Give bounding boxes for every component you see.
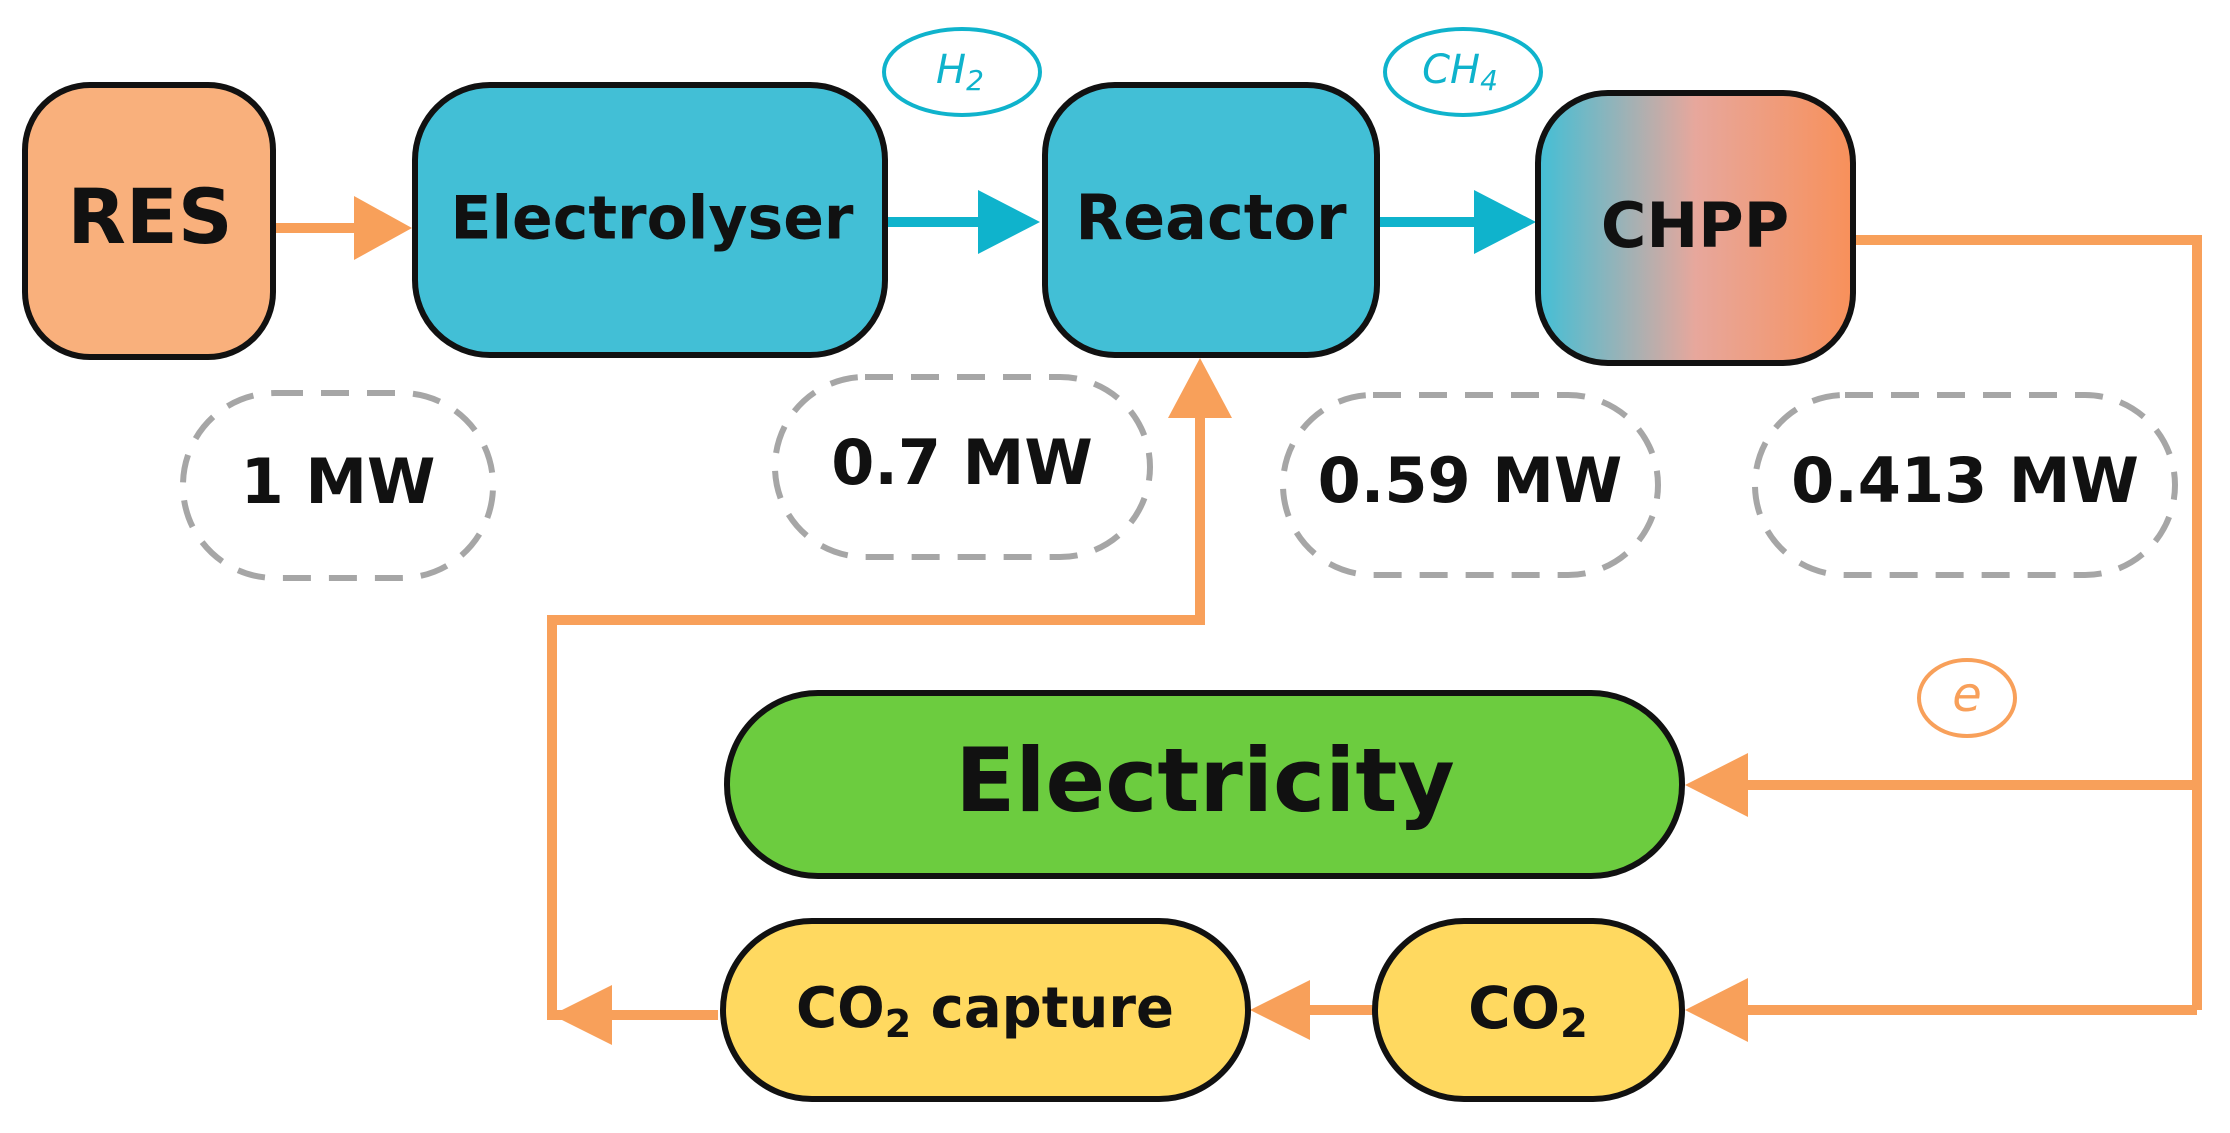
ch4-text: CH4 — [1422, 47, 1498, 97]
chpp-label: CHPP — [1601, 189, 1789, 262]
res-node: RES — [22, 82, 276, 360]
co2-to-capture-arrowhead — [1250, 980, 1310, 1040]
reactor-power-badge: 0.59 MW — [1280, 392, 1661, 578]
electrolyser-to-reactor-arrowhead — [978, 190, 1040, 254]
electricity-flow-label: e — [1917, 658, 2017, 738]
chpp-node: CHPP — [1535, 90, 1856, 366]
co2-capture-label: CO2 capture — [796, 976, 1174, 1045]
electrolyser-node: Electrolyser — [412, 82, 888, 358]
co2-arrowhead — [1685, 978, 1748, 1042]
res-power-badge: 1 MW — [180, 390, 496, 581]
electricity-arrowhead — [1685, 753, 1748, 817]
electrolyser-label: Electrolyser — [451, 184, 854, 254]
ch4-flow-label: CH4 — [1383, 27, 1543, 117]
electricity-node: Electricity — [724, 690, 1685, 879]
res-to-electrolyser-arrowhead — [354, 196, 412, 260]
res-label: RES — [67, 172, 232, 261]
e-text: e — [1952, 667, 1982, 723]
electrolyser-power-badge: 0.7 MW — [772, 374, 1153, 560]
chpp-power-badge: 0.413 MW — [1752, 392, 2178, 578]
reactor-inlet-arrowhead — [1168, 358, 1232, 418]
reactor-power-label: 0.59 MW — [1318, 444, 1623, 517]
reactor-to-chpp-arrowhead — [1474, 190, 1536, 254]
co2-capture-subscript: 2 — [885, 1002, 911, 1046]
capture-return-left-arrowhead — [552, 985, 612, 1045]
chpp-outlet-line — [1853, 235, 2202, 1010]
h2-text: H2 — [936, 47, 984, 97]
reactor-node: Reactor — [1042, 82, 1380, 358]
electrolyser-power-label: 0.7 MW — [831, 426, 1093, 499]
electricity-label: Electricity — [955, 729, 1455, 832]
co2-node: CO2 — [1372, 918, 1685, 1102]
h2-flow-label: H2 — [882, 27, 1042, 117]
co2-capture-node: CO2 capture — [720, 918, 1251, 1102]
co2-subscript: 2 — [1560, 1001, 1588, 1047]
chpp-power-label: 0.413 MW — [1791, 444, 2139, 517]
co2-label: CO2 — [1468, 974, 1588, 1047]
reactor-label: Reactor — [1075, 181, 1347, 254]
res-power-label: 1 MW — [241, 445, 436, 518]
